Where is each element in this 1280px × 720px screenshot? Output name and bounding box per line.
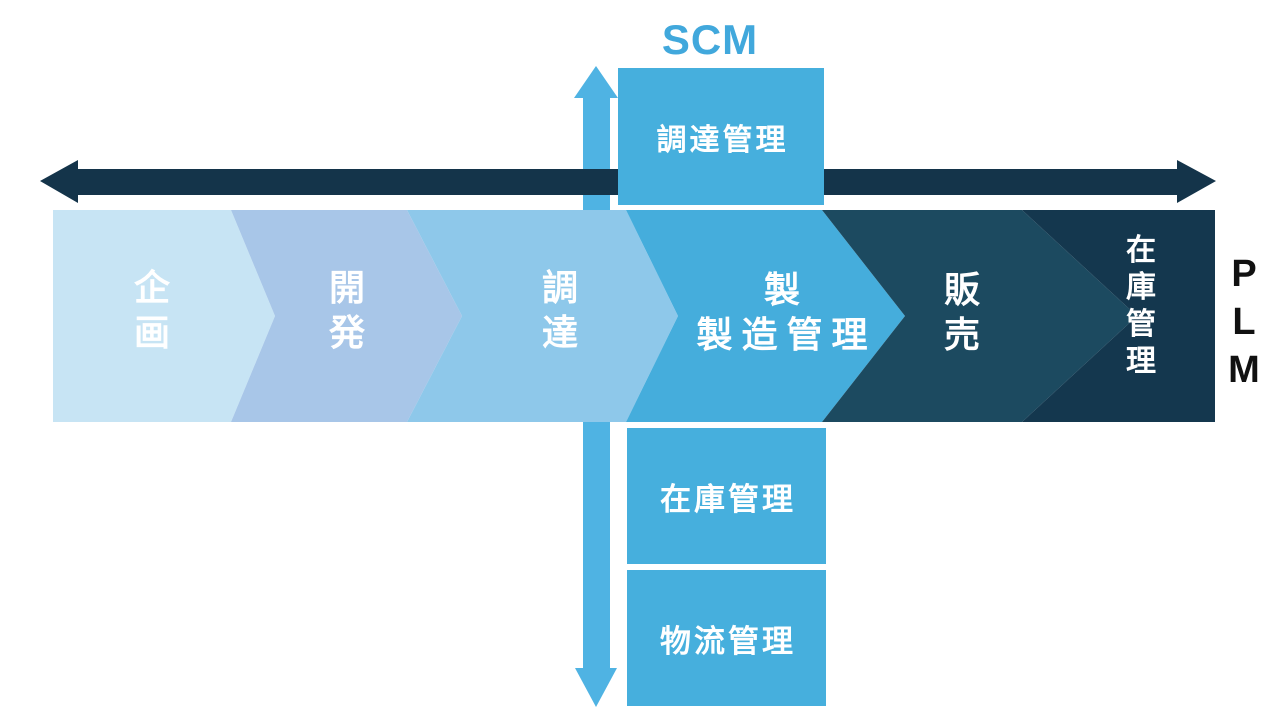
scm-box-logistics-management: 物流管理 <box>627 570 826 706</box>
plm-title: P L M <box>1228 253 1260 391</box>
chevron-label-sales: 販 売 <box>943 269 981 355</box>
scm-box-inventory-management: 在庫管理 <box>627 428 826 564</box>
scm-title: SCM <box>661 16 759 63</box>
chevron-label-manufacturing: 製 製造管理 <box>696 269 877 355</box>
scm-box-logistics-management-label: 物流管理 <box>660 623 796 659</box>
chevron-manufacturing <box>626 210 905 422</box>
chevron-planning <box>53 210 275 422</box>
chevron-sales <box>822 210 1137 422</box>
chevron-label-inventory: 在 庫 管 理 <box>1126 234 1156 378</box>
scm-box-inventory-management-label: 在庫管理 <box>660 481 796 517</box>
chevron-label-development: 開 発 <box>328 267 366 353</box>
scm-box-procurement-management: 調達管理 <box>618 68 824 205</box>
chevron-label-procurement: 調 達 <box>541 267 579 353</box>
chevron-label-planning: 企 画 <box>133 267 171 353</box>
scm-box-procurement-management-label: 調達管理 <box>656 123 789 157</box>
chevron-development <box>231 210 462 422</box>
chevron-procurement <box>407 210 678 422</box>
chevron-inventory <box>1022 210 1215 422</box>
